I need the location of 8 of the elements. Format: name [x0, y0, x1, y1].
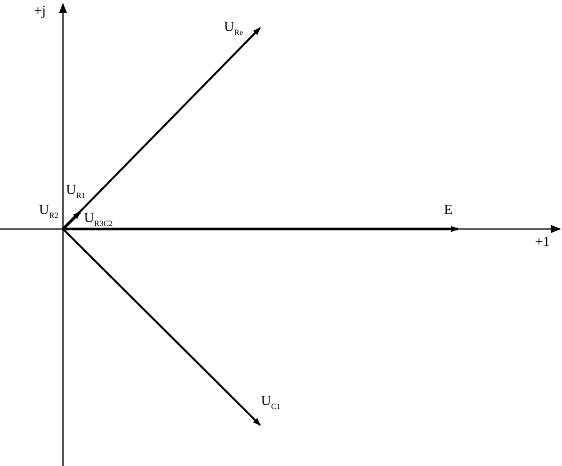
phasor-label: U$_{R2}$ — [39, 203, 58, 222]
axis-label: +j — [34, 4, 46, 20]
phasor-label: U$_{Re}$ — [224, 20, 244, 39]
phasor-label: U$_{R3C2}$ — [84, 211, 113, 230]
phasor-label: U$_{R1}$ — [66, 183, 86, 202]
phasor-label: U$_{C1}$ — [261, 394, 280, 413]
axis-label: +1 — [535, 235, 550, 251]
phasor-label: E — [444, 203, 453, 219]
